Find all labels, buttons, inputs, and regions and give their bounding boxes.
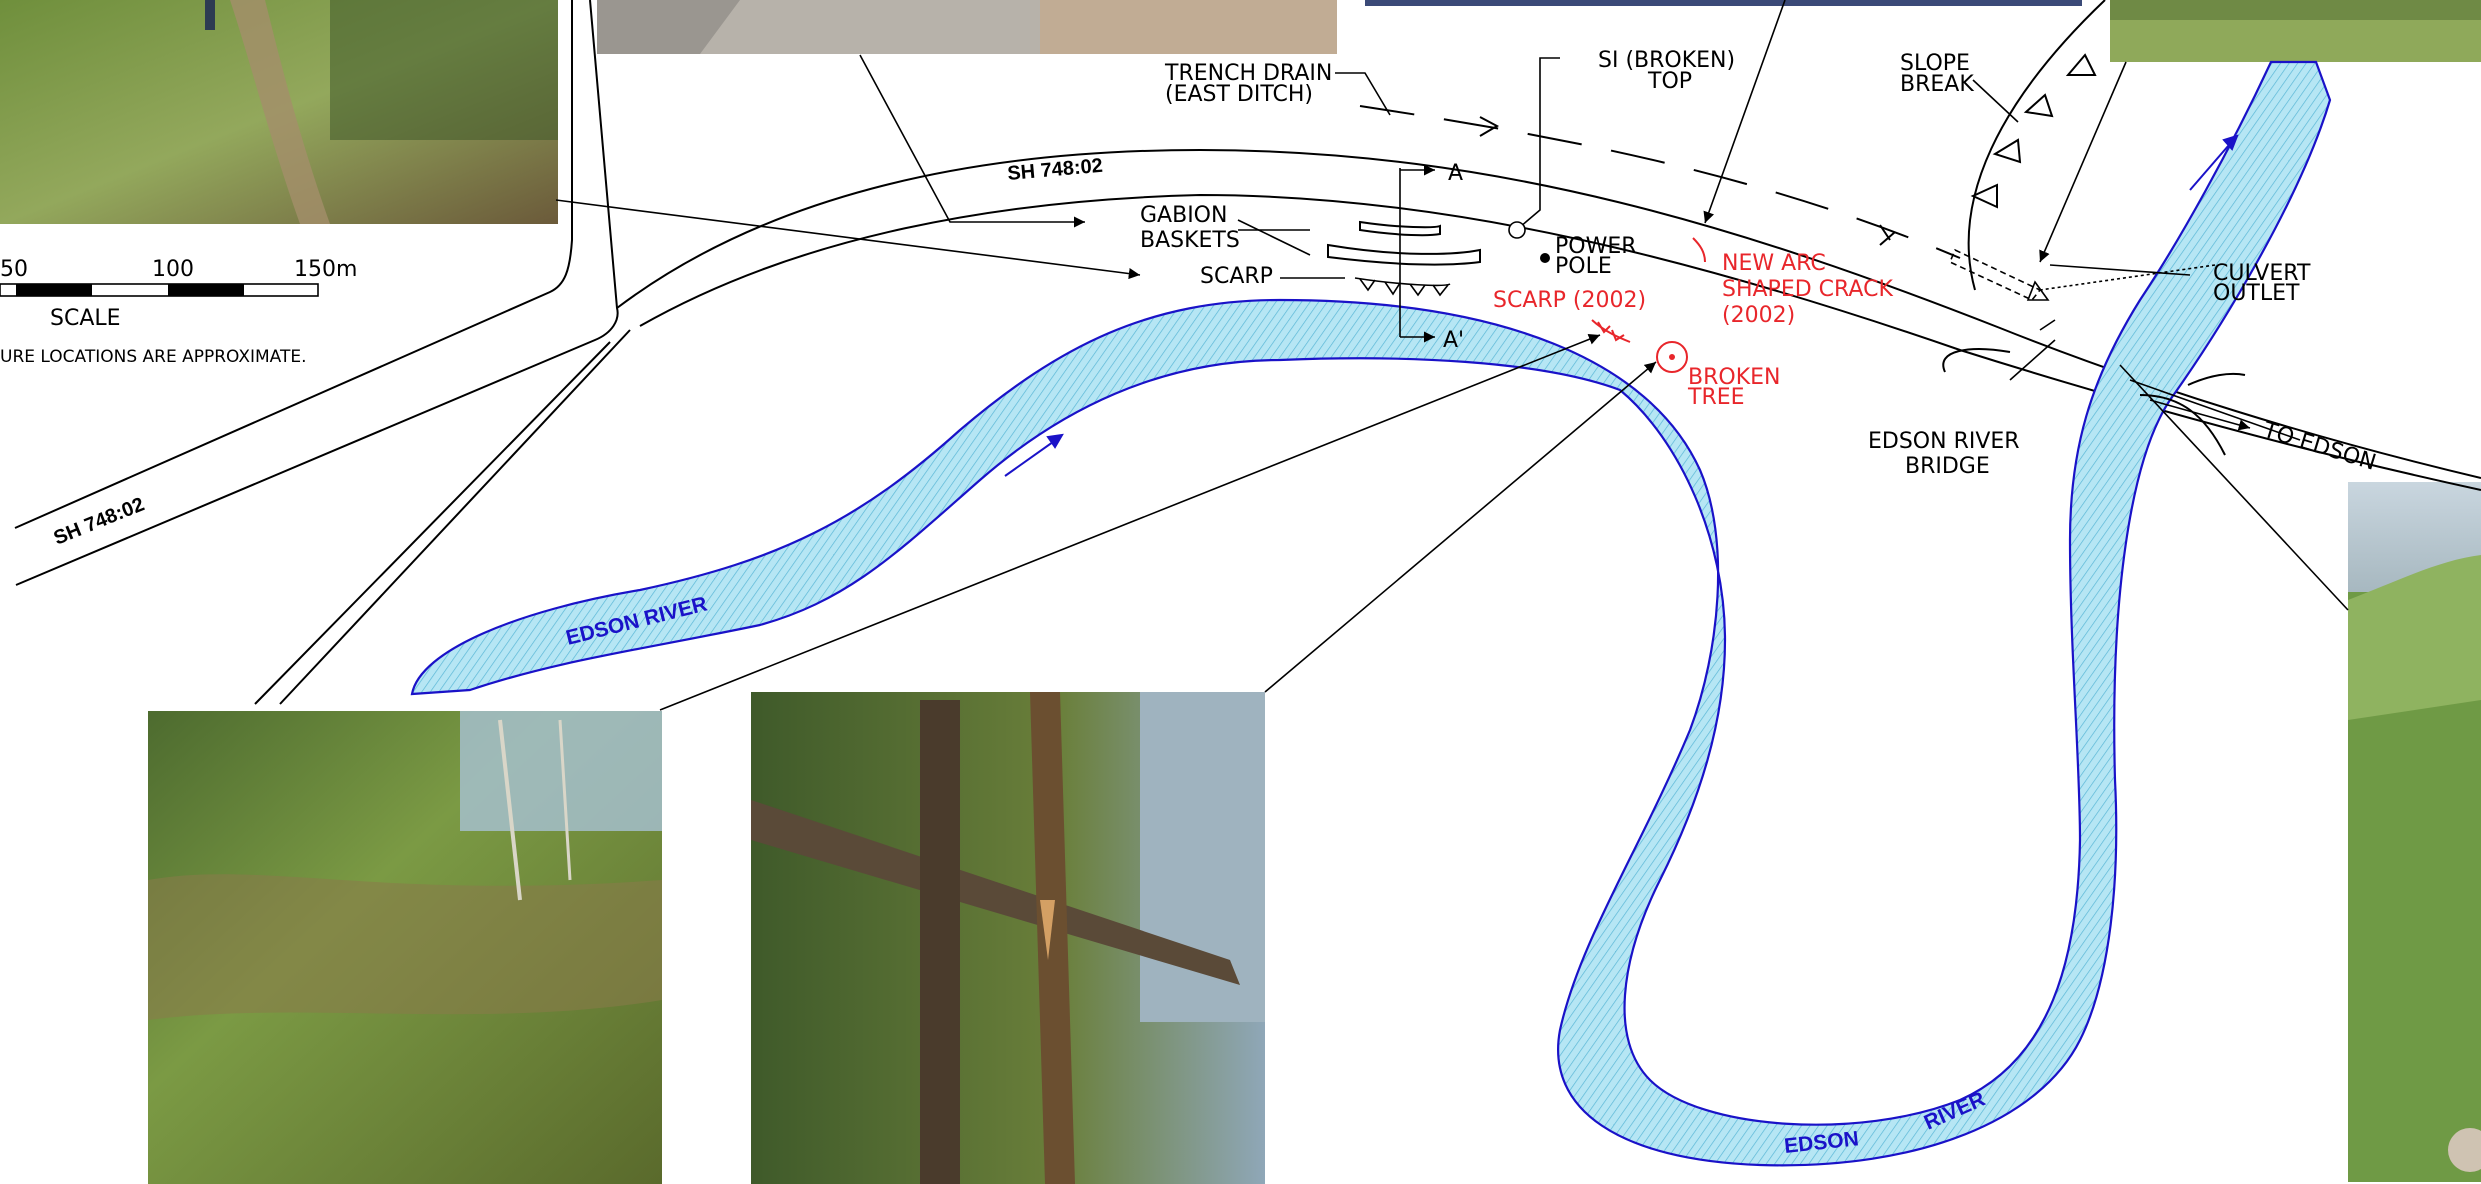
road-north-edges	[616, 148, 2481, 491]
photo-bottom-center-broken-tree	[751, 692, 1265, 1184]
broken-tree-label: BROKEN	[1688, 365, 1780, 390]
photo-top-center	[1365, 0, 2082, 6]
photo-top-road	[597, 0, 1337, 54]
bridge-label: EDSON RIVER	[1868, 429, 2020, 454]
si-broken-label-2: TOP	[1647, 69, 1692, 94]
photo-top-left	[0, 0, 558, 224]
black-labels: TRENCH DRAIN (EAST DITCH) SI (BROKEN) TO…	[1140, 48, 2379, 479]
trench-drain	[1359, 105, 1961, 259]
power-pole-icon	[1540, 253, 1550, 263]
section-a-prime-label: A'	[1443, 328, 1464, 353]
scarp-2002-label: SCARP (2002)	[1493, 288, 1646, 313]
scarp-label: SCARP	[1200, 264, 1273, 289]
si-broken-icon	[1508, 221, 1526, 239]
section-a-label: A	[1448, 161, 1463, 186]
photo-right-edge	[2348, 482, 2481, 1182]
approximate-note: URE LOCATIONS ARE APPROXIMATE.	[0, 347, 307, 367]
slope-break-label: SLOPE	[1900, 51, 1970, 76]
scale-caption: SCALE	[50, 306, 121, 331]
culvert-outlet-label: CULVERT	[2213, 261, 2311, 286]
section-line	[1399, 164, 1435, 343]
to-edson-label: TO EDSON	[2259, 418, 2379, 476]
broken-tree-label-2: TREE	[1687, 385, 1745, 410]
si-broken-label: SI (BROKEN)	[1598, 48, 1735, 73]
scale-tick-150: 150m	[294, 257, 357, 282]
photo-bottom-left-slope	[148, 711, 662, 1184]
trench-drain-label-2: (EAST DITCH)	[1165, 82, 1313, 107]
photo-top-right	[2110, 0, 2481, 62]
arc-crack-label-2: SHAPED CRACK	[1722, 277, 1893, 302]
arc-crack-label-3: (2002)	[1722, 303, 1795, 328]
culvert-outlet-label-2: OUTLET	[2213, 281, 2300, 306]
culvert	[1948, 248, 2050, 301]
scale-tick-100: 100	[152, 257, 194, 282]
road-west-edges	[14, 0, 631, 705]
red-labels: SCARP (2002) NEW ARC SHAPED CRACK (2002)…	[1493, 251, 1893, 410]
scale-bar: 50 100 150m SCALE	[0, 257, 357, 331]
power-pole-label-2: POLE	[1555, 254, 1612, 279]
gabion-baskets-label: GABION	[1140, 203, 1227, 228]
red-annotations	[1591, 237, 1706, 373]
road-label-west: SH 748:02	[51, 493, 148, 549]
bridge	[1942, 348, 2246, 456]
to-edson-arrow	[2149, 399, 2251, 431]
gabion-baskets	[1327, 220, 1481, 266]
power-pole-label: POWER	[1555, 234, 1637, 259]
edson-river-west	[410, 60, 2332, 1167]
scarp-symbol	[1354, 277, 1451, 297]
river-flow-arrows	[1004, 134, 2239, 477]
broken-tree-icon	[1669, 354, 1675, 360]
trench-drain-label: TRENCH DRAIN	[1164, 61, 1332, 86]
slope-break-label-2: BREAK	[1900, 72, 1974, 97]
callout-leaders	[555, 0, 2349, 711]
slope-break-line	[1967, 0, 2106, 291]
scale-tick-50: 50	[0, 257, 28, 282]
road-label-north: SH 748:02	[1007, 155, 1104, 185]
arc-crack-label: NEW ARC	[1722, 251, 1826, 276]
bridge-label-2: BRIDGE	[1905, 454, 1990, 479]
gabion-baskets-label-2: BASKETS	[1140, 228, 1240, 253]
